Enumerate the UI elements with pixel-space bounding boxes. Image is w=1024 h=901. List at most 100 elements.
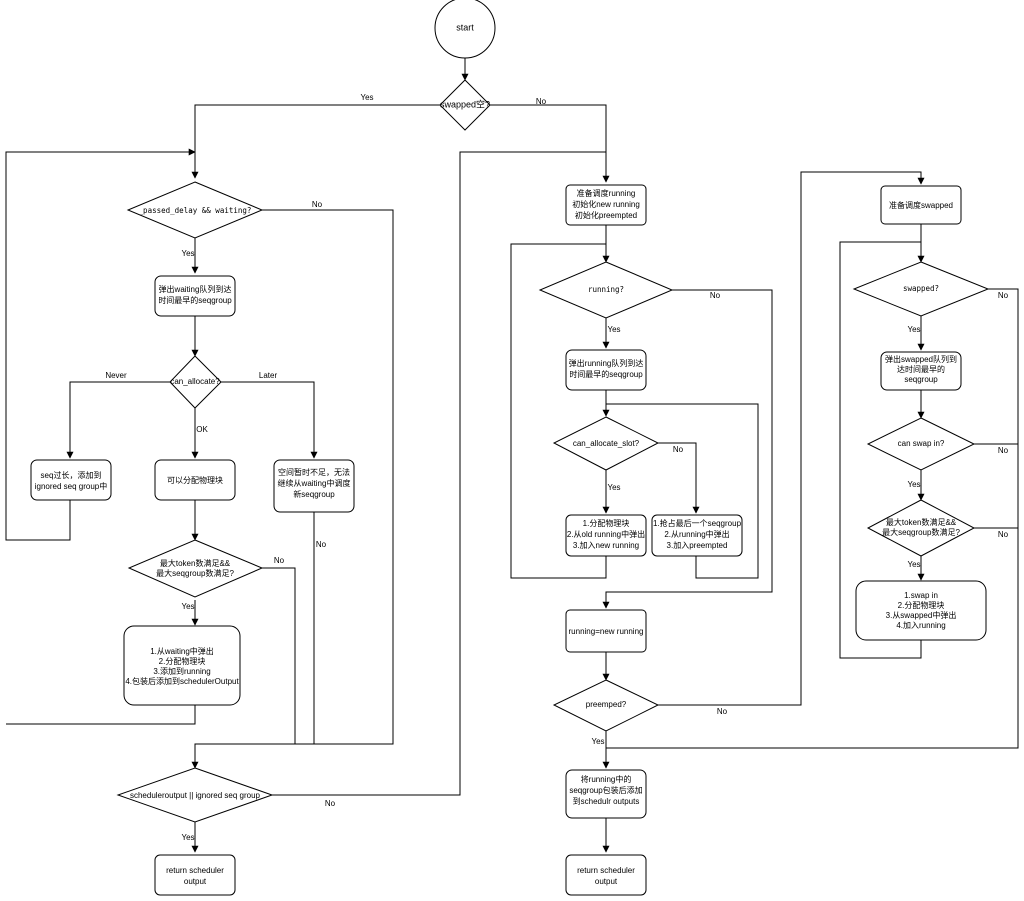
alloc-steps-line-2: 2.从old running中弹出 [567, 529, 645, 539]
left-return-line-1: return scheduler [166, 866, 224, 875]
left-budget-yes-label: Yes [181, 602, 194, 611]
output-check-diamond [116, 767, 274, 823]
pop-waiting-box [154, 275, 236, 317]
output-check-yes-label: Yes [181, 833, 194, 842]
middle-return-line-2: output [595, 877, 618, 886]
preempted-check-yes-label: Yes [591, 737, 604, 746]
left-return-line-2: output [184, 877, 207, 886]
ok-label: OK [196, 425, 208, 434]
passed-delay-label: _passed_delay && waiting? [139, 206, 252, 215]
swapped-check-yes-label: Yes [907, 325, 920, 334]
alloc-steps-line-1: 1.分配物理块 [583, 518, 630, 528]
pop-swapped-process: 弹出swapped队列到 达时间最早的 seqgroup [880, 351, 962, 391]
passed-delay-no-label: No [312, 200, 323, 209]
never-label: Never [105, 371, 127, 380]
right-budget-line-2: 最大seqgroup数满足? [882, 527, 960, 537]
alloc-steps-line-3: 3.加入new running [573, 540, 639, 550]
swap-steps-line-1: 1.swap in [904, 591, 938, 600]
running-check-no-label: No [710, 291, 721, 300]
left-budget-no-label: No [274, 556, 285, 565]
admit-process: 1.从waiting中弹出 2.分配物理块 3.添加到running 4.包装后… [123, 625, 241, 706]
prepare-running-process: 准备调度running 初始化new running 初始化preempted [565, 184, 647, 226]
wrap-running-line-1: 将running中的 [581, 774, 632, 784]
passed-delay-diamond [126, 181, 264, 239]
swap-steps-line-4: 4.加入running [896, 620, 945, 630]
pop-waiting-line-1: 弹出waiting队列到达 [159, 284, 232, 294]
prepare-swapped-process: 准备调度swapped [880, 185, 962, 225]
wrap-running-box [565, 769, 647, 819]
swap-steps-process: 1.swap in 2.分配物理块 3.从swapped中弹出 4.加入runn… [855, 580, 987, 641]
can-allocate-slot-decision: can_allocate_slot? [552, 416, 660, 471]
prepare-running-line-3: 初始化preempted [575, 210, 637, 220]
preempt-steps-line-2: 2.从running中弹出 [664, 529, 729, 539]
top-no-label: No [536, 97, 547, 106]
left-budget-line-1: 最大token数满足&& [160, 558, 231, 568]
can-allocate-slot-label: can_allocate_slot? [573, 439, 640, 448]
preempt-steps-box [651, 514, 743, 557]
can-allocate-slot-diamond [552, 416, 660, 471]
admit-line-3: 3.添加到running [153, 666, 210, 676]
allocatable-box [154, 459, 236, 501]
swapped-check-diamond [852, 261, 990, 317]
passed-delay-decision: _passed_delay && waiting? [126, 181, 264, 239]
swapped-empty-decision: swapped空? [439, 79, 491, 131]
pop-swapped-box [880, 351, 962, 391]
middle-return-line-1: return scheduler [577, 866, 635, 875]
can-swap-in-decision: can swap in? [866, 417, 976, 471]
start-node: start [434, 0, 496, 59]
swap-steps-line-2: 2.分配物理块 [898, 600, 945, 610]
no-space-no-label: No [316, 540, 327, 549]
later-label: Later [259, 371, 278, 380]
assign-running-process: running=new running [565, 609, 647, 653]
preempt-steps-process: 1.抢占最后一个seqgroup 2.从running中弹出 3.加入preem… [651, 514, 743, 557]
wrap-running-process: 将running中的 seqgroup包装后添加 到schedulr outpu… [565, 769, 647, 819]
start-circle [434, 0, 496, 59]
wrap-running-line-3: 到schedulr outputs [573, 797, 640, 806]
swap-steps-line-3: 3.从swapped中弹出 [886, 610, 957, 620]
assign-running-box [565, 609, 647, 653]
admit-line-2: 2.分配物理块 [159, 656, 206, 666]
pop-swapped-line-1: 弹出swapped队列到 [885, 354, 957, 364]
pop-running-line-1: 弹出running队列到达 [569, 358, 644, 368]
wrap-running-line-2: seqgroup包装后添加 [569, 785, 642, 795]
ignored-line-1: seq过长，添加到 [41, 470, 102, 480]
output-check-decision: scheduleroutput || ignored seq group [116, 767, 274, 823]
swapped-check-label: swapped? [903, 284, 939, 293]
running-check-diamond [538, 261, 674, 319]
output-check-label: scheduleroutput || ignored seq group [130, 791, 261, 800]
pop-running-line-2: 时间最早的seqgroup [569, 369, 643, 379]
no-space-box [273, 459, 355, 513]
admit-box [123, 625, 241, 706]
admit-line-1: 1.从waiting中弹出 [150, 646, 214, 656]
swap-steps-box [855, 580, 987, 641]
prepare-running-line-2: 初始化new running [572, 199, 640, 209]
pop-waiting-process: 弹出waiting队列到达 时间最早的seqgroup [154, 275, 236, 317]
no-space-line-2: 继续从waiting中调度 [278, 478, 351, 488]
can-allocate-label: can_allocate? [170, 377, 220, 386]
ignored-box [30, 459, 112, 501]
left-return-process: return scheduler output [154, 854, 236, 896]
edges [5, 58, 1019, 853]
swapped-check-no-label: No [998, 291, 1009, 300]
can-swap-in-yes-label: Yes [907, 480, 920, 489]
left-budget-diamond [127, 539, 264, 598]
left-budget-decision: 最大token数满足&& 最大seqgroup数满足? [127, 539, 264, 598]
running-check-label: running? [588, 285, 624, 294]
can-allocate-diamond [169, 355, 222, 409]
pop-swapped-line-3: seqgroup [904, 375, 938, 384]
start-label: start [456, 22, 474, 32]
no-space-process: 空间暂时不足，无法 继续从waiting中调度 新seqgroup [273, 459, 355, 513]
pop-running-box [565, 349, 647, 391]
top-yes-label: Yes [360, 93, 373, 102]
can-allocate-slot-no-label: No [673, 445, 684, 454]
prepare-running-line-1: 准备调度running [577, 188, 636, 198]
preempt-steps-line-3: 3.加入preempted [667, 540, 728, 550]
allocatable-process: 可以分配物理块 [154, 459, 236, 501]
running-check-decision: running? [538, 261, 674, 319]
right-budget-line-1: 最大token数满足&& [886, 517, 957, 527]
admit-line-4: 4.包装后添加到schedulerOutput [125, 676, 239, 686]
right-budget-yes-label: Yes [907, 560, 920, 569]
ignored-process: seq过长，添加到 ignored seq group中 [30, 459, 112, 501]
alloc-steps-box [565, 514, 647, 557]
